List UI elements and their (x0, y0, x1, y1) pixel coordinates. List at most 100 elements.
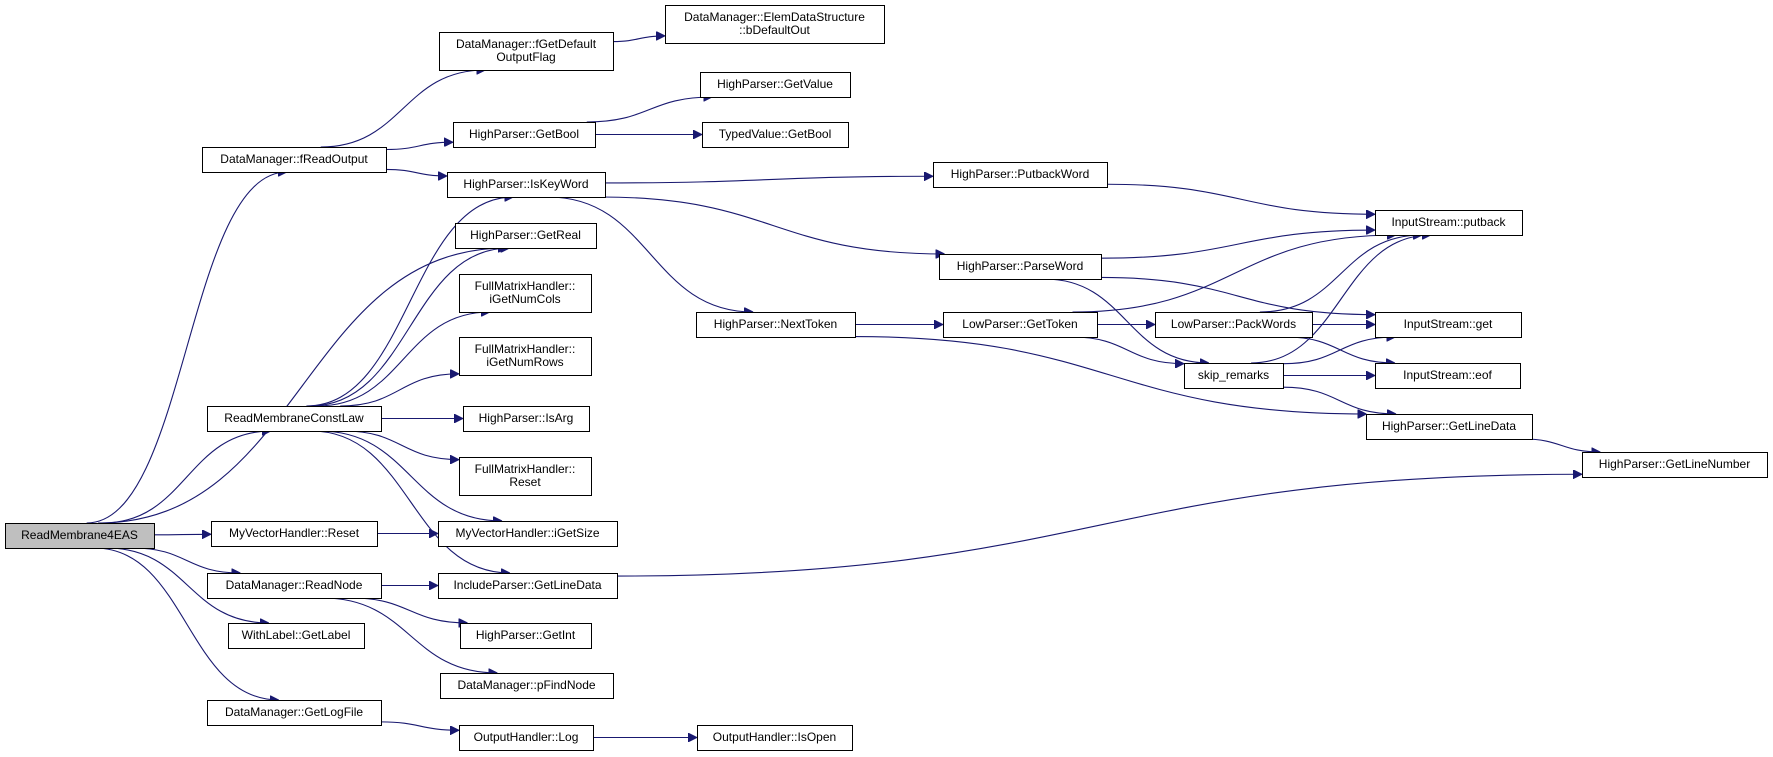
edge-root-to-wl-GetLabel (106, 547, 269, 623)
node-ip-GetLineData[interactable]: IncludeParser::GetLineData (438, 573, 618, 599)
node-box (1366, 414, 1533, 440)
node-is-putback[interactable]: InputStream::putback (1375, 210, 1523, 236)
node-label: InputStream::eof (1403, 368, 1492, 382)
node-label: Reset (509, 475, 541, 489)
node-label: HighParser::PutbackWord (951, 167, 1090, 181)
node-label: HighParser::GetLineNumber (1599, 457, 1750, 471)
node-wl-GetLabel[interactable]: WithLabel::GetLabel (228, 623, 365, 649)
node-box (696, 312, 856, 338)
node-mvh-Reset[interactable]: MyVectorHandler::Reset (211, 521, 378, 547)
node-is-eof[interactable]: InputStream::eof (1375, 363, 1521, 389)
node-label: HighParser::GetLineData (1382, 419, 1516, 433)
node-label: HighParser::GetBool (469, 127, 579, 141)
edge-rmcl-to-hp-IsKeyWord (306, 197, 513, 407)
edge-dm-ReadNode-to-hp-GetInt (351, 597, 468, 623)
node-dm-pFindNode[interactable]: DataManager::pFindNode (440, 673, 614, 699)
edge-dm-fReadOutput-to-dm-fGetDefault (320, 70, 486, 148)
node-label: OutputHandler::IsOpen (713, 730, 836, 744)
edge-hp-NextToken-to-hp-GetLineData (854, 335, 1366, 414)
node-label: FullMatrixHandler:: (475, 342, 576, 356)
edge-root-to-dm-fReadOutput (86, 172, 287, 524)
node-label: FullMatrixHandler:: (475, 462, 576, 476)
node-label: FullMatrixHandler:: (475, 279, 576, 293)
edge-dm-GetLogFile-to-oh-Log (380, 721, 459, 730)
node-oh-Log[interactable]: OutputHandler::Log (459, 725, 594, 751)
node-hp-PutbackWord[interactable]: HighParser::PutbackWord (933, 162, 1108, 188)
node-dm-elem[interactable]: DataManager::ElemDataStructure::bDefault… (665, 5, 885, 44)
node-label: DataManager::fGetDefault (456, 37, 597, 51)
node-label: DataManager::ReadNode (226, 578, 363, 592)
edge-dm-fReadOutput-to-hp-IsKeyWord (385, 168, 447, 176)
node-label: iGetNumRows (486, 355, 563, 369)
edge-skip-remarks-to-is-putback (1251, 235, 1431, 364)
edge-root-to-rmcl (102, 431, 271, 524)
node-box (933, 162, 1108, 188)
node-label: LowParser::PackWords (1171, 317, 1296, 331)
node-fm-Reset[interactable]: FullMatrixHandler::Reset (459, 457, 592, 496)
node-dm-ReadNode[interactable]: DataManager::ReadNode (207, 573, 382, 599)
node-label: OutputFlag (496, 50, 555, 64)
node-label: IncludeParser::GetLineData (453, 578, 601, 592)
node-box (702, 122, 849, 148)
node-mvh-iGetSize[interactable]: MyVectorHandler::iGetSize (438, 521, 618, 547)
node-label: OutputHandler::Log (474, 730, 579, 744)
node-hp-GetReal[interactable]: HighParser::GetReal (455, 223, 597, 249)
edge-skip-remarks-to-hp-GetLineData (1282, 386, 1396, 414)
node-hp-GetLineNumber[interactable]: HighParser::GetLineNumber (1582, 452, 1768, 478)
edge-dm-fReadOutput-to-hp-GetBool (385, 142, 453, 151)
node-hp-GetInt[interactable]: HighParser::GetInt (460, 623, 592, 649)
node-box (447, 172, 606, 198)
node-skip-remarks[interactable]: skip_remarks (1184, 363, 1284, 389)
node-fm-iGetNumCols[interactable]: FullMatrixHandler::iGetNumCols (459, 274, 592, 313)
node-hp-GetBool[interactable]: HighParser::GetBool (453, 122, 596, 148)
node-hp-ParseWord[interactable]: HighParser::ParseWord (939, 254, 1102, 280)
edge-lp-GetToken-to-is-putback (1072, 235, 1396, 313)
node-box (207, 573, 382, 599)
node-box (438, 521, 618, 547)
node-hp-IsKeyWord[interactable]: HighParser::IsKeyWord (447, 172, 606, 198)
node-box (455, 223, 597, 249)
node-hp-IsArg[interactable]: HighParser::IsArg (463, 406, 590, 432)
node-label: DataManager::fReadOutput (220, 152, 368, 166)
node-root[interactable]: ReadMembrane4EAS (5, 523, 155, 549)
node-box (1375, 312, 1522, 338)
node-label: HighParser::NextToken (714, 317, 837, 331)
edge-rmcl-to-hp-GetReal (309, 248, 510, 407)
node-dm-fReadOutput[interactable]: DataManager::fReadOutput (202, 147, 387, 173)
node-hp-NextToken[interactable]: HighParser::NextToken (696, 312, 856, 338)
node-label: iGetNumCols (489, 292, 560, 306)
node-dm-GetLogFile[interactable]: DataManager::GetLogFile (207, 700, 382, 726)
node-oh-IsOpen[interactable]: OutputHandler::IsOpen (697, 725, 853, 751)
node-box (5, 523, 155, 549)
node-label: TypedValue::GetBool (719, 127, 832, 141)
node-box (459, 725, 594, 751)
node-tv-GetBool[interactable]: TypedValue::GetBool (702, 122, 849, 148)
node-box (440, 673, 614, 699)
node-is-get[interactable]: InputStream::get (1375, 312, 1522, 338)
edge-hp-IsKeyWord-to-hp-ParseWord (601, 196, 944, 254)
node-box (459, 274, 592, 313)
edge-hp-ParseWord-to-is-putback (1100, 230, 1375, 259)
node-box (207, 406, 382, 432)
node-lp-GetToken[interactable]: LowParser::GetToken (943, 312, 1098, 338)
edge-hp-GetLineData-to-hp-GetLineNumber (1523, 438, 1600, 452)
node-label: skip_remarks (1198, 368, 1269, 382)
edge-ip-GetLineData-to-hp-GetLineNumber (616, 474, 1582, 577)
node-hp-GetValue[interactable]: HighParser::GetValue (700, 72, 851, 98)
node-label: DataManager::GetLogFile (225, 705, 363, 719)
edge-rmcl-to-fm-Reset (344, 430, 459, 460)
edge-rmcl-to-fm-iGetNumCols (317, 312, 490, 407)
node-box (228, 623, 365, 649)
edge-rmcl-to-mvh-iGetSize (319, 430, 502, 521)
node-rmcl[interactable]: ReadMembraneConstLaw (207, 406, 382, 432)
node-box (939, 254, 1102, 280)
node-box (1184, 363, 1284, 389)
node-label: ::bDefaultOut (739, 23, 810, 37)
node-box (453, 122, 596, 148)
node-fm-iGetNumRows[interactable]: FullMatrixHandler::iGetNumRows (459, 337, 592, 376)
node-hp-GetLineData[interactable]: HighParser::GetLineData (1366, 414, 1533, 440)
node-lp-PackWords[interactable]: LowParser::PackWords (1155, 312, 1313, 338)
node-box (207, 700, 382, 726)
node-label: ReadMembrane4EAS (21, 528, 138, 542)
